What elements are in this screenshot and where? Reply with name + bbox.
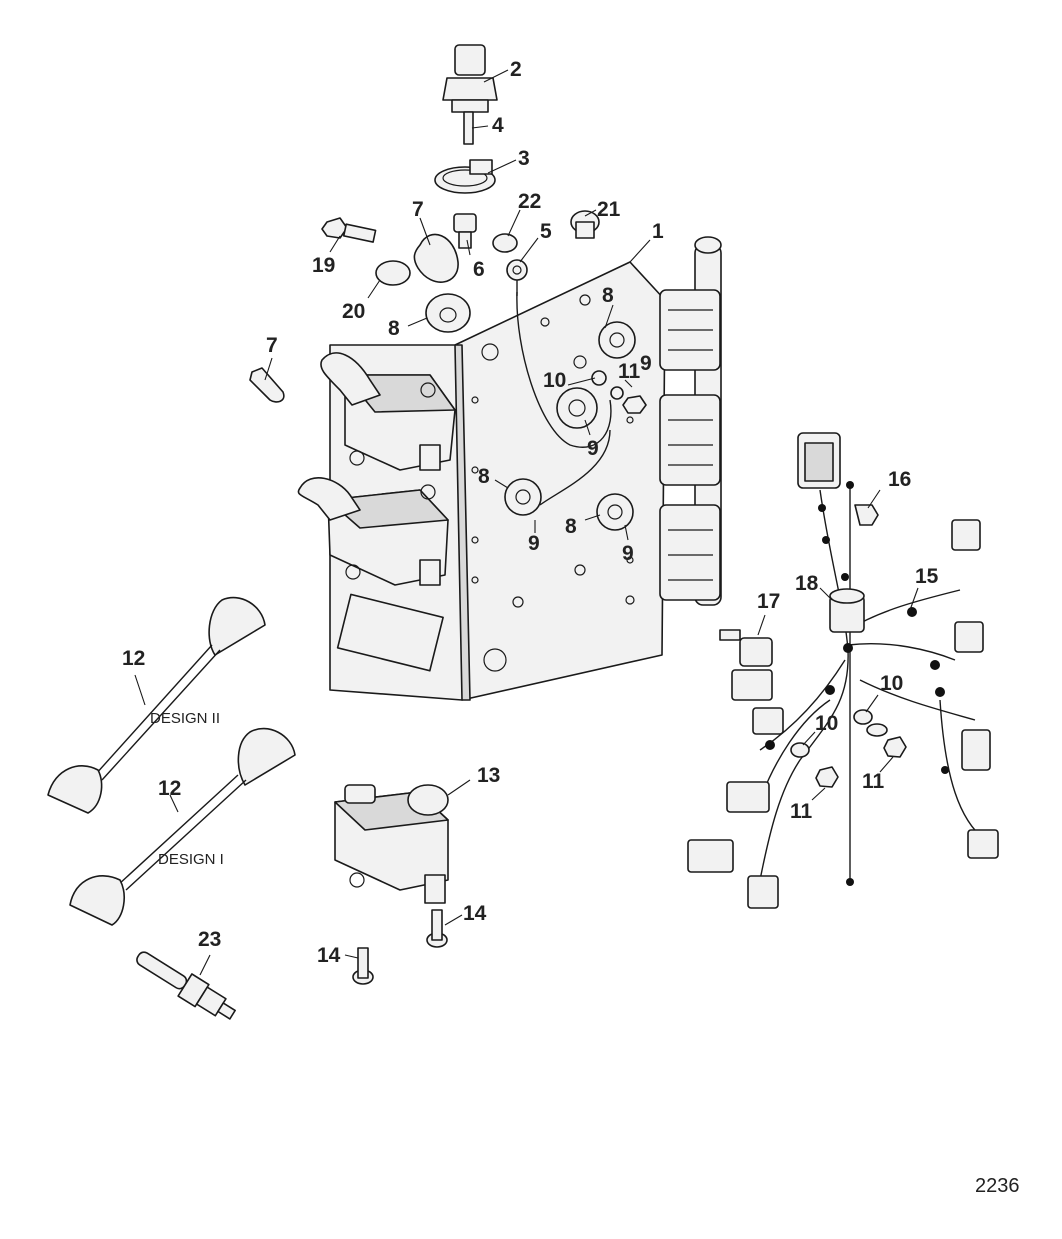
- callout-9-lower-right: 9: [622, 542, 634, 565]
- callout-16: 16: [888, 468, 911, 491]
- callout-10-harness-left: 10: [815, 712, 838, 735]
- grommet-lower-left: [504, 478, 542, 516]
- callout-7-top: 7: [412, 198, 424, 221]
- ignition-coil-upper: [320, 352, 456, 471]
- callout-11-plate: 11: [618, 360, 641, 383]
- grommet-upper: [598, 321, 636, 359]
- callout-2: 2: [510, 58, 522, 81]
- callout-7-left: 7: [266, 334, 278, 357]
- harness-sleeve-18: [829, 588, 865, 633]
- callout-12-design-ii: 12: [122, 647, 145, 670]
- callout-8-top: 8: [388, 317, 400, 340]
- callout-9-lower-left: 9: [528, 532, 540, 555]
- ground-wire-loop: [516, 291, 612, 506]
- callout-9-center: 9: [587, 437, 599, 460]
- harness-main-connector: [797, 432, 841, 489]
- clip-16: [854, 504, 879, 526]
- callout-21: 21: [597, 198, 621, 221]
- grommet-lower-right: [596, 493, 634, 531]
- bolt-19: [321, 217, 377, 243]
- ground-lead-end-bottom: [846, 878, 854, 886]
- callout-14-left: 14: [317, 944, 341, 967]
- spark-plug: [136, 951, 236, 1020]
- callout-10-harness-right: 10: [880, 672, 903, 695]
- ignition-coil-lower: [297, 477, 449, 586]
- callout-23: 23: [198, 928, 221, 951]
- bolt-plate: [622, 395, 647, 414]
- callout-4: 4: [492, 114, 504, 137]
- callout-22: 22: [518, 190, 541, 213]
- fitting: [453, 213, 477, 249]
- plug-wire-design-i: [69, 727, 296, 926]
- callout-8-lower-right: 8: [565, 515, 577, 538]
- callout-14-right: 14: [463, 902, 487, 925]
- label-design-ii: DESIGN II: [150, 710, 220, 727]
- callout-10-plate: 10: [543, 369, 566, 392]
- plug-wire-design-ii: [47, 596, 266, 814]
- callout-13: 13: [477, 764, 500, 787]
- callout-11-harness-right: 11: [862, 770, 885, 793]
- washer-10-harness-a: [853, 709, 873, 725]
- washer-10-ring: [866, 723, 888, 737]
- plug-cap: [570, 210, 600, 239]
- washer-top: [492, 233, 518, 253]
- figure-number: 2236: [975, 1175, 1020, 1197]
- ring-terminal: [506, 259, 528, 296]
- ignition-coil-13: [334, 784, 449, 904]
- bolt-14-right: [426, 909, 448, 948]
- washer-20: [375, 260, 411, 286]
- callout-18: 18: [795, 572, 819, 595]
- callout-8-lower-left: 8: [478, 465, 490, 488]
- label-design-i: DESIGN I: [158, 851, 224, 868]
- connector-rail: [659, 236, 722, 606]
- harness-branch-right: [847, 589, 986, 841]
- callout-17: 17: [757, 590, 780, 613]
- callout-20: 20: [342, 300, 365, 323]
- seal-7-upper: [413, 233, 459, 283]
- pressure-sensor: [442, 44, 498, 113]
- callouts: 2 4 3 22 21 1 5 7 6 19 20 8 7 8 9 10 11 …: [122, 58, 939, 967]
- ground-lead-end-top: [846, 481, 854, 489]
- callout-9-upper: 9: [640, 352, 652, 375]
- washer-plate: [591, 370, 607, 386]
- callout-5: 5: [540, 220, 552, 243]
- hose-clamp: [434, 159, 496, 194]
- sensor-tube: [463, 111, 474, 145]
- grommet-center: [556, 387, 598, 429]
- harness-trunk: [759, 489, 849, 881]
- callout-1: 1: [652, 220, 664, 243]
- seal-7-left: [249, 367, 285, 403]
- washer-plate-right: [610, 386, 624, 400]
- bolt-14-left: [352, 947, 374, 985]
- washer-10-harness-b: [790, 742, 810, 758]
- grommet-8-top: [425, 293, 471, 333]
- callout-6: 6: [473, 258, 485, 281]
- bolt-11-harness-a: [883, 736, 907, 758]
- connector-17: [719, 629, 773, 667]
- callout-11-harness-left: 11: [790, 800, 813, 823]
- harness-connectors: [687, 519, 999, 909]
- callout-12-design-i: 12: [158, 777, 181, 800]
- callout-8-upper: 8: [602, 284, 614, 307]
- callout-15: 15: [915, 565, 939, 588]
- callout-3: 3: [518, 147, 530, 170]
- bolt-11-harness-b: [815, 766, 839, 788]
- callout-19: 19: [312, 254, 335, 277]
- leader-lines: [134, 69, 919, 976]
